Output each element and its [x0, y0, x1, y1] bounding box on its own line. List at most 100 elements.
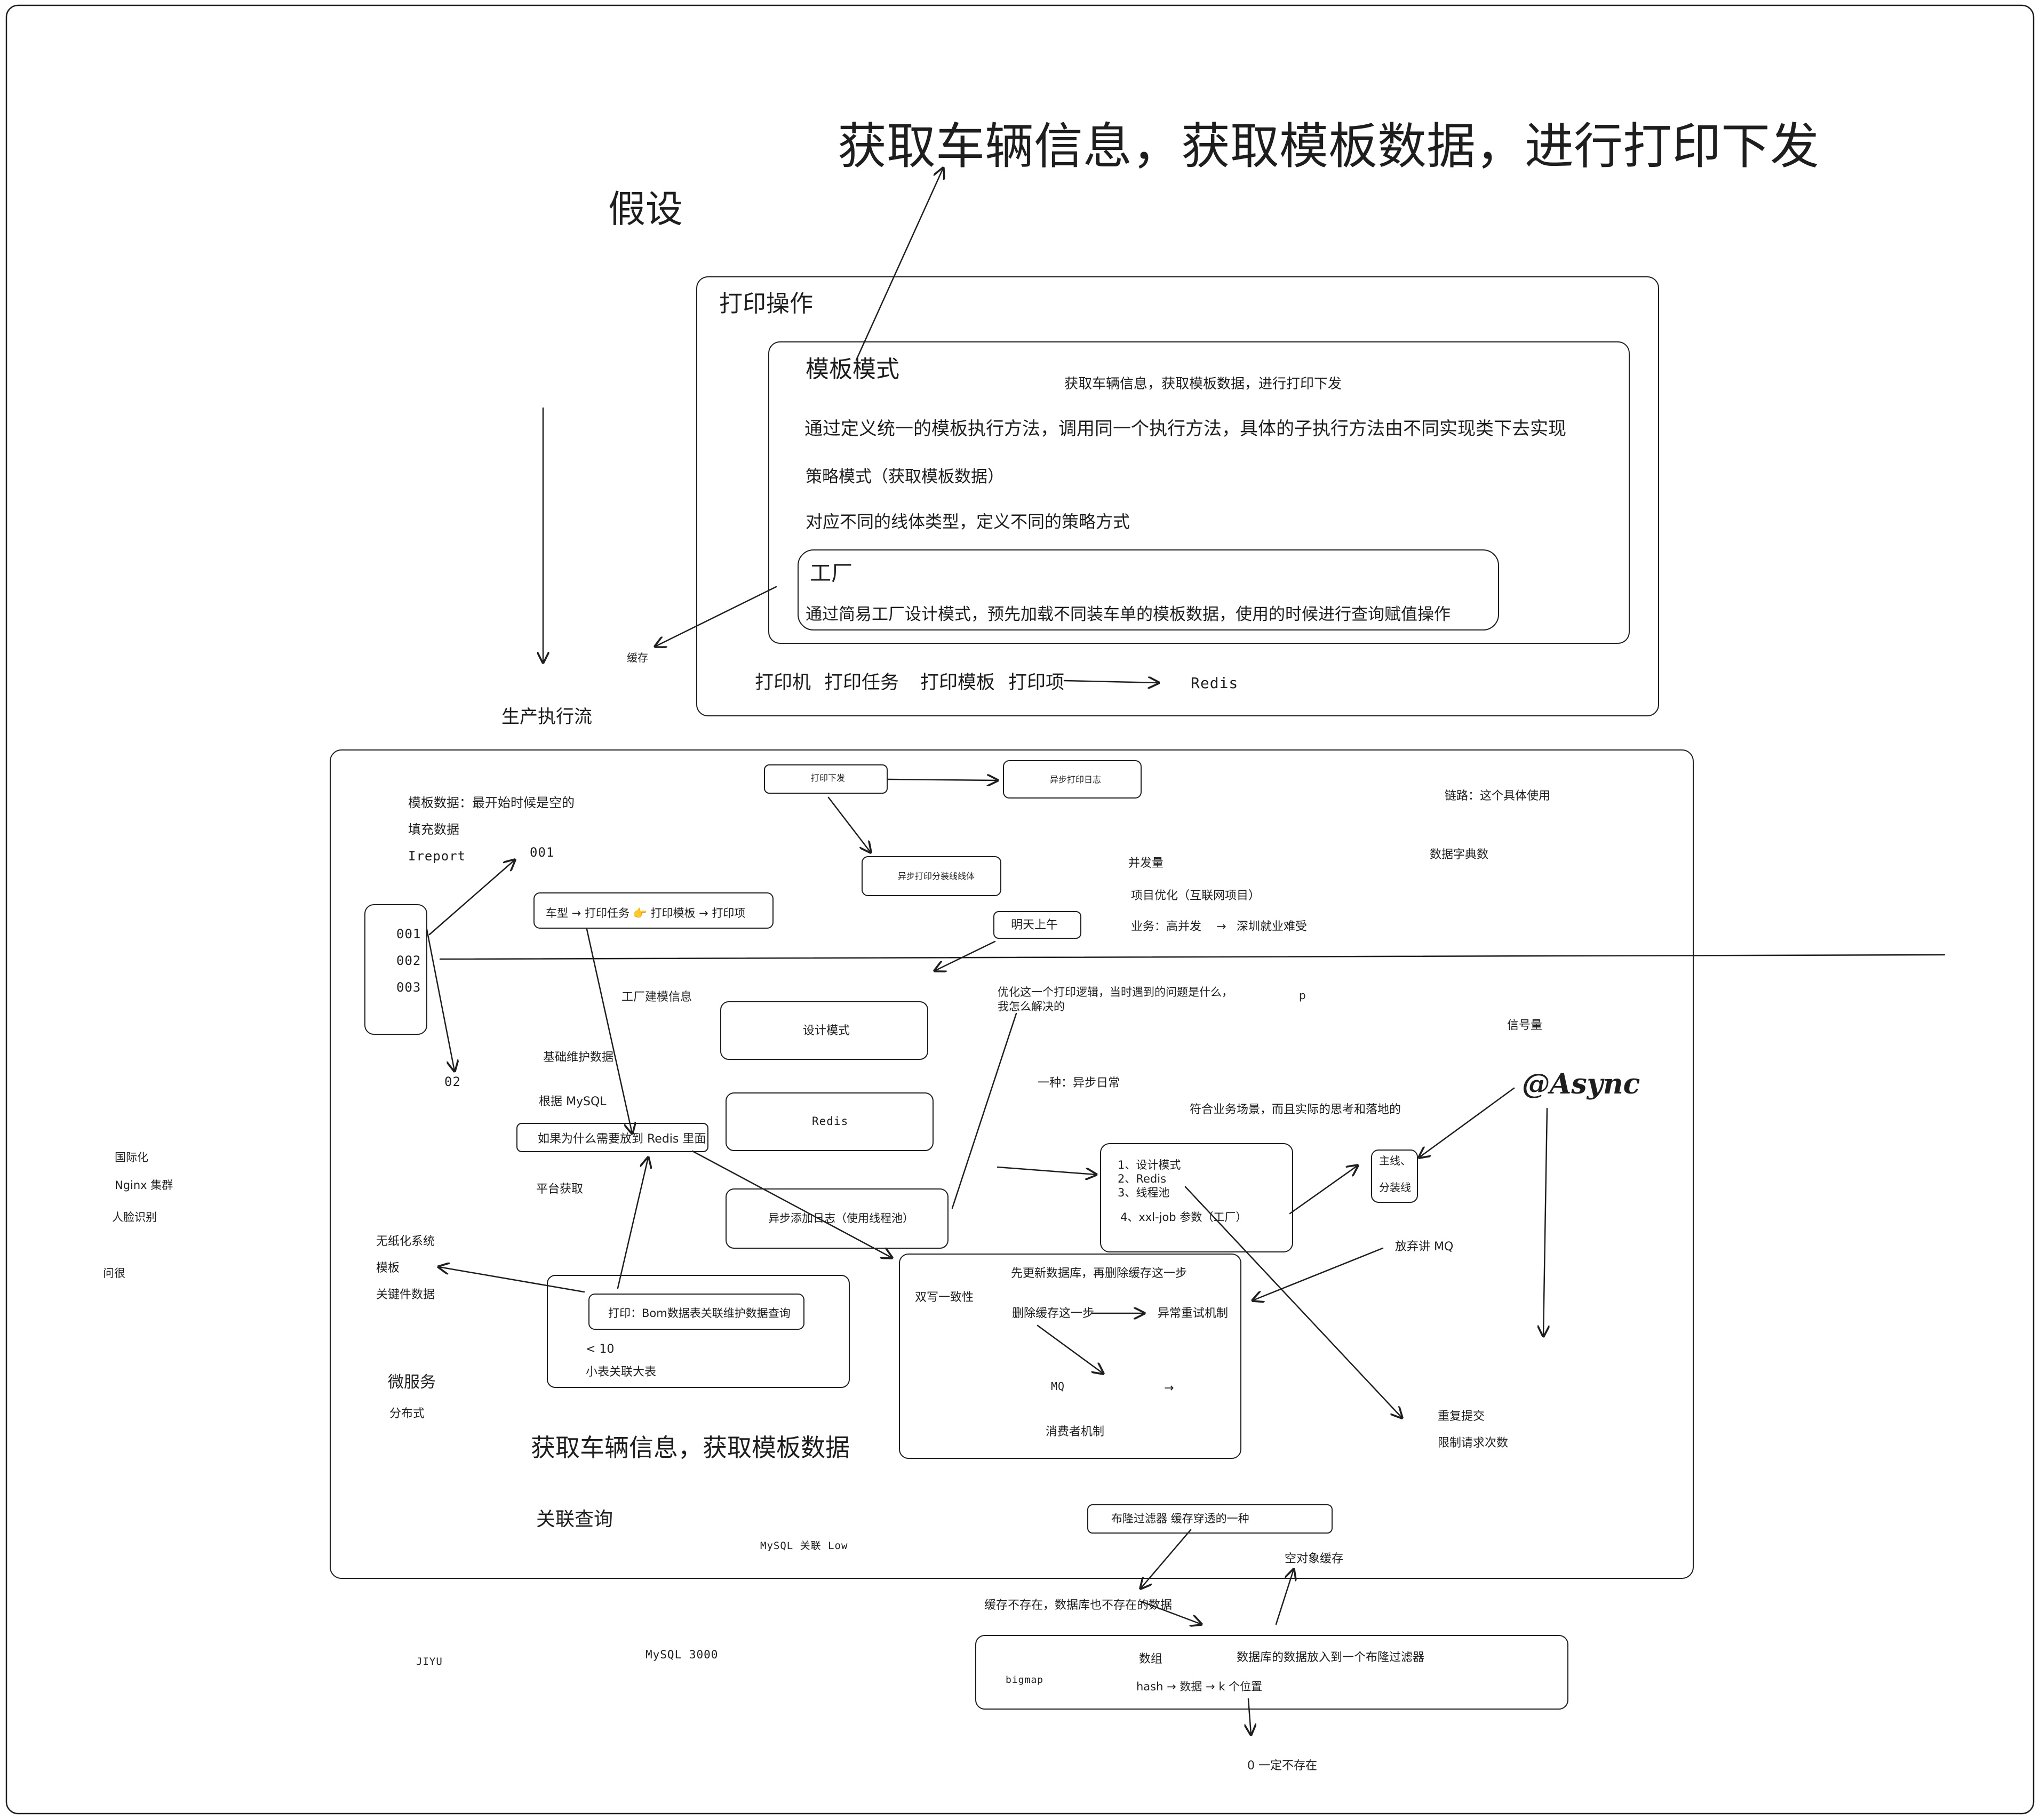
optimize-question: 优化这一个打印逻辑，当时遇到的问题是什么， 我怎么解决的 [998, 986, 1233, 1013]
double-write-label: 双写一致性 [915, 1291, 974, 1304]
assumption-label: 假设 [608, 187, 683, 231]
redis-box [726, 1092, 934, 1151]
code-003: 003 [396, 980, 421, 995]
left-note-nginx: Nginx 集群 [115, 1179, 173, 1192]
left-note-face: 人脸识别 [112, 1211, 157, 1224]
tomorrow-box [993, 911, 1081, 939]
code-001-label: 001 [530, 845, 555, 860]
redis-box-label: Redis [812, 1115, 849, 1128]
chain-note: 链路：这个具体使用 [1445, 789, 1551, 803]
double-write-box [899, 1254, 1241, 1459]
distributed-label: 分布式 [389, 1407, 425, 1420]
update-db-first-label: 先更新数据库，再删除缓存这一步 [1011, 1267, 1188, 1280]
bloom-box [1087, 1504, 1333, 1534]
array-label: 数组 [1139, 1653, 1163, 1666]
dup-submit-label: 重复提交 [1438, 1410, 1485, 1423]
code-002: 002 [396, 953, 421, 968]
project-opt-label: 项目优化（互联网项目） [1131, 889, 1261, 903]
basic-maint-label: 基础维护数据 [543, 1051, 614, 1064]
retry-label: 异常重试机制 [1158, 1307, 1229, 1320]
shenzhen-label: 深圳就业难受 [1237, 920, 1308, 933]
bom-print-box [588, 1294, 804, 1330]
headline: 获取车辆信息，获取模板数据，进行打印下发 [838, 118, 1820, 175]
key-data-label: 关键件数据 [376, 1288, 435, 1302]
left-note-i18n: 国际化 [115, 1151, 148, 1164]
print-item-printer: 打印机 [755, 672, 811, 693]
zero-label: 0 一定不存在 [1247, 1759, 1317, 1773]
mysql3000-label: MySQL 3000 [646, 1648, 719, 1661]
ireport-label: Ireport [408, 849, 466, 864]
print-chain-box [533, 892, 774, 929]
factory-desc: 通过简易工厂设计模式，预先加载不同装车单的模板数据，使用的时候进行查询赋值操作 [806, 605, 1451, 624]
solution-1: 1、设计模式 [1118, 1159, 1181, 1171]
mysql-join-label: MySQL 关联 Low [760, 1540, 848, 1552]
cache-miss-label: 缓存不存在，数据库也不存在的数据 [984, 1599, 1173, 1612]
business-label: 业务：高并发 [1131, 920, 1202, 933]
mq-label: MQ [1051, 1380, 1065, 1393]
delete-cache-label: 删除缓存这一步 [1012, 1307, 1095, 1320]
async-thread-label: 异步打印分装线线体 [898, 871, 975, 881]
template-desc: 通过定义统一的模板执行方法，调用同一个执行方法，具体的子执行方法由不同实现类下去… [804, 418, 1566, 440]
production-flow-label: 生产执行流 [501, 706, 592, 728]
solution-3: 3、线程池 [1118, 1186, 1170, 1199]
async-print-log-label: 异步打印日志 [1050, 775, 1102, 785]
redis-label: Redis [1191, 674, 1239, 692]
bigmap-label: bigmap [1006, 1674, 1044, 1686]
join-query-label: 关联查询 [536, 1508, 613, 1530]
async-log-label: 异步添加日志（使用线程池） [768, 1212, 914, 1225]
factory-box [798, 549, 1499, 630]
factory-info-label: 工厂建模信息 [621, 991, 692, 1004]
xxl-job-label: 4、xxl-job 参数（工厂） [1120, 1211, 1247, 1224]
print-operation-box [696, 276, 1659, 716]
mq-arrow: → [1164, 1382, 1174, 1395]
print-dispatch-box [764, 764, 888, 794]
small-big-label: 小表关联大表 [586, 1366, 657, 1379]
print-chain-text: 车型 → 打印任务 👉 打印模板 → 打印项 [546, 907, 746, 920]
async-thread-box [862, 856, 1001, 896]
bom-container-box [547, 1275, 850, 1388]
main-branch-1: 主线、 [1379, 1154, 1411, 1167]
consumer-label: 消费者机制 [1046, 1425, 1105, 1439]
async-print-log-box [1003, 760, 1142, 799]
limit-requests-label: 限制请求次数 [1438, 1436, 1509, 1450]
print-item-item: 打印项 [1008, 672, 1065, 693]
factory-title: 工厂 [810, 561, 852, 586]
code-001: 001 [396, 927, 421, 941]
business-arrow: → [1216, 920, 1226, 933]
async-annotation: @Async [1522, 1068, 1640, 1100]
code-02: 02 [444, 1074, 461, 1089]
solutions-box [1100, 1143, 1293, 1252]
print-dispatch-label: 打印下发 [811, 773, 846, 783]
tomorrow-label: 明天上午 [1011, 919, 1058, 932]
template-mode-title: 模板模式 [806, 356, 899, 383]
jiyu-label: JIYU [416, 1656, 443, 1667]
hash-label: hash → 数据 → k 个位置 [1136, 1680, 1263, 1693]
template-word-label: 模板 [376, 1262, 400, 1275]
dict-count-label: 数据字典数 [1430, 848, 1489, 861]
bloom-label: 布隆过滤器 缓存穿透的一种 [1111, 1512, 1249, 1525]
print-item-task: 打印任务 [824, 672, 899, 693]
concurrency-label: 并发量 [1128, 857, 1164, 870]
db-to-bloom-label: 数据库的数据放入到一个布隆过滤器 [1237, 1651, 1425, 1664]
async-log-box [726, 1188, 949, 1249]
fill-data-label: 填充数据 [408, 822, 459, 837]
cache-label: 缓存 [627, 651, 648, 664]
strategy-desc: 对应不同的线体类型，定义不同的策略方式 [806, 512, 1130, 532]
why-redis-box [516, 1123, 708, 1152]
lt10-label: < 10 [586, 1343, 615, 1356]
platform-get-label: 平台获取 [536, 1183, 584, 1196]
bitmap-box [975, 1635, 1568, 1710]
paperless-label: 无纸化系统 [376, 1235, 435, 1248]
main-branch-2: 分装线 [1379, 1181, 1411, 1194]
fit-business-label: 符合业务场景，而且实际的思考和落地的 [1190, 1103, 1401, 1116]
strategy-label: 策略模式（获取模板数据） [806, 467, 1004, 486]
by-mysql-label: 根据 MySQL [539, 1095, 607, 1108]
one-kind-label: 一种：异步日常 [1038, 1076, 1120, 1090]
why-redis-label: 如果为什么需要放到 Redis 里面 [538, 1132, 706, 1146]
solution-2: 2、Redis [1118, 1172, 1167, 1185]
main-branch-box [1371, 1150, 1418, 1203]
main-board-box [330, 749, 1694, 1579]
microservice-label: 微服务 [388, 1373, 436, 1392]
vehicle-template-label: 获取车辆信息，获取模板数据 [531, 1433, 850, 1462]
